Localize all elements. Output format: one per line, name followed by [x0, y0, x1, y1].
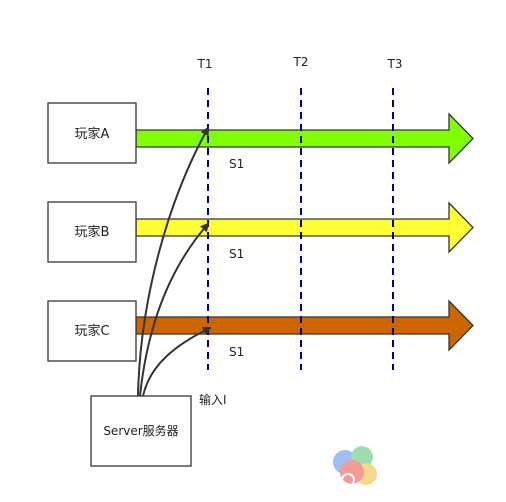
t1-label: T1: [197, 57, 213, 71]
player-b-arrow: [135, 201, 474, 254]
player-a-arrow: [135, 112, 474, 165]
input-label: 输入I: [199, 392, 227, 407]
t2-label: T2: [293, 55, 309, 69]
server-box: [90, 395, 192, 467]
server-label: Server服务器: [103, 423, 178, 438]
player-a-box: [47, 102, 137, 164]
player-a-s1-label: S1: [229, 157, 244, 171]
player-b-s1-label: S1: [229, 247, 244, 261]
player-c-label: 玩家C: [74, 323, 109, 339]
watermark-logo-icon: [333, 446, 377, 487]
input-arrow-to-b: [139, 222, 210, 397]
input-arrow-to-c: [142, 327, 212, 397]
player-a-label: 玩家A: [75, 126, 110, 142]
player-c-s1-label: S1: [229, 345, 244, 359]
t3-label: T3: [387, 57, 403, 71]
player-b-label: 玩家B: [75, 224, 110, 240]
input-arrow-to-a: [137, 126, 209, 397]
player-c-arrow: [135, 299, 474, 352]
player-b-box: [47, 201, 137, 263]
player-c-box: [47, 300, 137, 362]
